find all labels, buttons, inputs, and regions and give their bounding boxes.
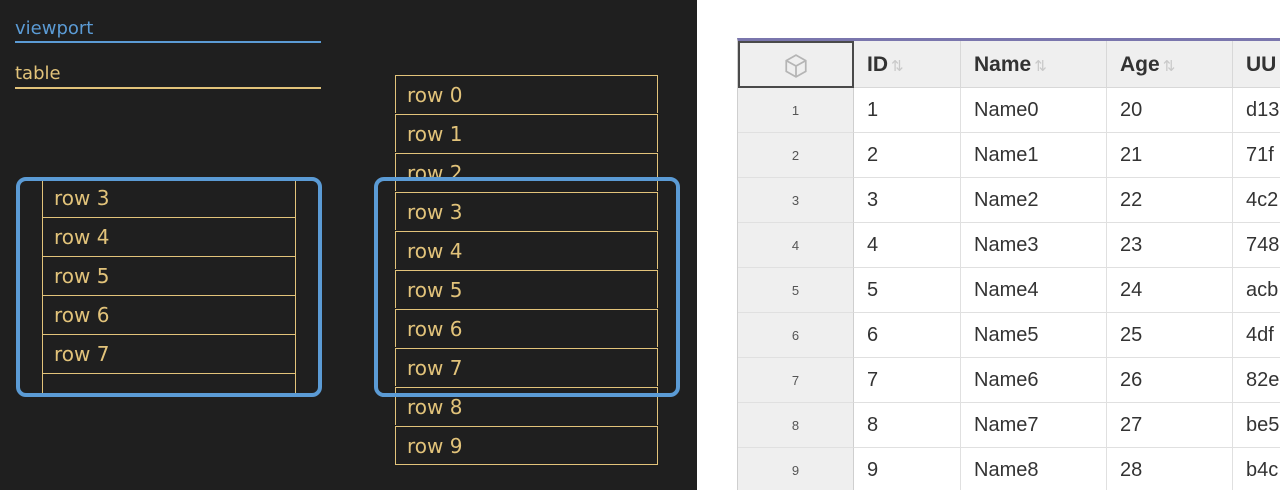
table-row: row 6	[43, 295, 295, 333]
sort-icon[interactable]: ⇅	[1162, 58, 1176, 75]
table-row: row 6	[395, 309, 658, 347]
table-row: row 4	[395, 231, 658, 269]
grid-cell-age[interactable]: 21	[1107, 133, 1233, 178]
grid-cell-id[interactable]: 5	[854, 268, 961, 313]
grid-cell-name[interactable]: Name2	[961, 178, 1107, 223]
table-row: row 9	[395, 426, 658, 465]
viewport-box-clipped	[16, 177, 322, 397]
grid-cell-uuid[interactable]: 82e	[1233, 358, 1280, 403]
grid-cell-uuid[interactable]: 71f	[1233, 133, 1280, 178]
column-header-label: Name	[974, 53, 1032, 76]
table-row: row 7	[43, 334, 295, 372]
grid-cell-age[interactable]: 23	[1107, 223, 1233, 268]
sort-icon[interactable]: ⇅	[891, 58, 904, 75]
grid-cell-id[interactable]: 9	[854, 448, 961, 490]
grid-cell-name[interactable]: Name0	[961, 88, 1107, 133]
cube-icon	[785, 54, 807, 78]
row-number[interactable]: 3	[738, 178, 854, 223]
grid-cell-uuid[interactable]: b4c	[1233, 448, 1280, 490]
grid-cell-id[interactable]: 8	[854, 403, 961, 448]
column-header-id[interactable]: ID⇅	[854, 41, 961, 88]
grid-cell-name[interactable]: Name8	[961, 448, 1107, 490]
grid-cell-name[interactable]: Name4	[961, 268, 1107, 313]
grid-cell-id[interactable]: 7	[854, 358, 961, 403]
grid-cell-uuid[interactable]: d13	[1233, 88, 1280, 133]
grid-cell-name[interactable]: Name5	[961, 313, 1107, 358]
grid-cell-uuid[interactable]: acb	[1233, 268, 1280, 313]
legend-viewport-line	[15, 41, 321, 43]
row-number[interactable]: 2	[738, 133, 854, 178]
row-number[interactable]: 7	[738, 358, 854, 403]
grid-cell-age[interactable]: 24	[1107, 268, 1233, 313]
grid-cell-name[interactable]: Name7	[961, 403, 1107, 448]
table-row: row 1	[395, 114, 658, 152]
grid-cell-age[interactable]: 20	[1107, 88, 1233, 133]
grid-cell-uuid[interactable]: 748	[1233, 223, 1280, 268]
column-header-label: UU	[1246, 53, 1277, 76]
table-row: row 5	[43, 256, 295, 294]
grid-cell-id[interactable]: 1	[854, 88, 961, 133]
row-number[interactable]: 4	[738, 223, 854, 268]
table-row: row 3	[395, 192, 658, 230]
grid-cell-id[interactable]: 4	[854, 223, 961, 268]
table-row: row 4	[43, 217, 295, 255]
table-row: row 8	[395, 387, 658, 425]
grid-cell-age[interactable]: 27	[1107, 403, 1233, 448]
row-number[interactable]: 6	[738, 313, 854, 358]
grid-cell-uuid[interactable]: 4df	[1233, 313, 1280, 358]
table-row: row 0	[395, 75, 658, 113]
row-number[interactable]: 1	[738, 88, 854, 133]
column-header-name[interactable]: Name⇅	[961, 41, 1107, 88]
column-header-age[interactable]: Age⇅	[1107, 41, 1233, 88]
row-number[interactable]: 5	[738, 268, 854, 313]
legend-table-label: table	[15, 63, 61, 84]
grid-cell-name[interactable]: Name6	[961, 358, 1107, 403]
grid-cell-id[interactable]: 6	[854, 313, 961, 358]
grid-cell-uuid[interactable]: be5	[1233, 403, 1280, 448]
grid-cell-id[interactable]: 2	[854, 133, 961, 178]
grid-cell-age[interactable]: 25	[1107, 313, 1233, 358]
grid-corner-cell[interactable]	[738, 41, 854, 88]
grid-cell-name[interactable]: Name3	[961, 223, 1107, 268]
legend-viewport-label: viewport	[15, 18, 94, 39]
row-number[interactable]: 8	[738, 403, 854, 448]
grid-cell-id[interactable]: 3	[854, 178, 961, 223]
column-header-uu[interactable]: UU	[1233, 41, 1280, 88]
table-row: row 7	[395, 348, 658, 386]
grid-cell-age[interactable]: 26	[1107, 358, 1233, 403]
column-header-label: ID	[867, 53, 888, 76]
viewport-box-full	[374, 177, 680, 397]
legend-table-line	[15, 87, 321, 89]
sort-icon[interactable]: ⇅	[1034, 58, 1047, 75]
column-header-label: Age	[1120, 53, 1160, 76]
grid-cell-age[interactable]: 22	[1107, 178, 1233, 223]
grid-cell-name[interactable]: Name1	[961, 133, 1107, 178]
table-row: row 5	[395, 270, 658, 308]
table-row: row 2	[395, 153, 658, 191]
grid-cell-age[interactable]: 28	[1107, 448, 1233, 490]
row-number[interactable]: 9	[738, 448, 854, 490]
table-row-partial	[43, 373, 295, 396]
grid-cell-uuid[interactable]: 4c2	[1233, 178, 1280, 223]
